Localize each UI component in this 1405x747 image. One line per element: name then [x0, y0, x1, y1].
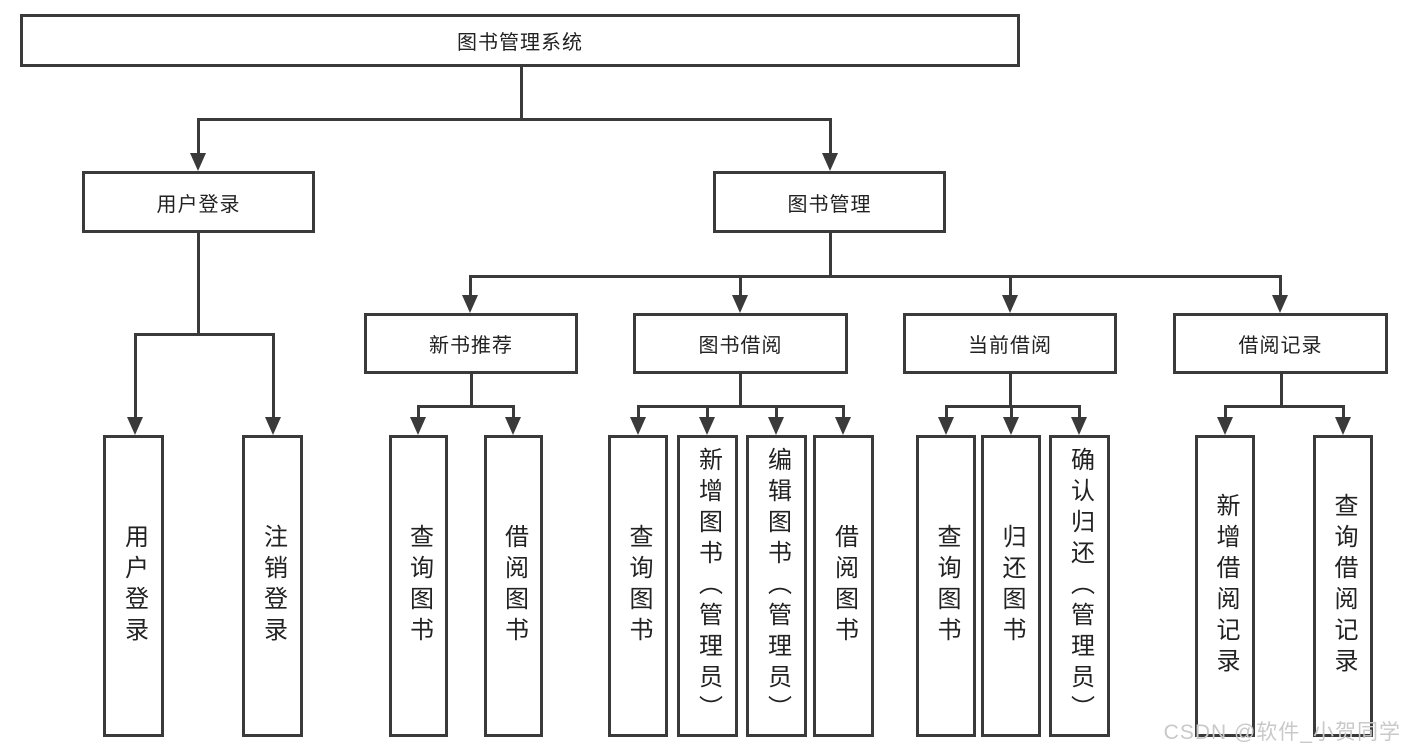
node-new-book-recommend: 新书推荐 [364, 313, 578, 374]
connector-segment [272, 335, 275, 417]
connector-segment [1342, 405, 1345, 417]
connector-segment [739, 374, 742, 407]
arrow-down-icon [410, 417, 426, 435]
arrow-down-icon [630, 417, 646, 435]
leaf-label: 查询图书 [625, 524, 652, 648]
arrow-down-icon [822, 153, 838, 171]
connector-segment [1009, 277, 1012, 295]
connector-segment [739, 277, 742, 295]
leaf-label: 新增图书（管理员） [694, 446, 722, 726]
leaf-user-login: 用户登录 [103, 435, 164, 737]
arrow-down-icon [1002, 295, 1018, 313]
connector-segment [512, 405, 515, 417]
leaf-query-book-3: 查询图书 [916, 435, 976, 737]
arrow-down-icon [190, 153, 206, 171]
leaf-confirm-return-admin: 确认归还（管理员） [1049, 435, 1110, 737]
arrow-down-icon [265, 417, 281, 435]
arrow-down-icon [505, 417, 521, 435]
arrow-down-icon [1335, 417, 1351, 435]
arrow-down-icon [768, 417, 784, 435]
node-book-borrow-label: 图书借阅 [698, 335, 783, 357]
connector-segment [469, 277, 472, 295]
connector-segment [134, 335, 137, 417]
connector-segment [842, 405, 845, 417]
connector-segment [1224, 405, 1345, 408]
connector-segment [706, 405, 709, 417]
leaf-label: 查询借阅记录 [1330, 493, 1357, 679]
leaf-add-book-admin: 新增图书（管理员） [677, 435, 738, 737]
connector-segment [1224, 405, 1227, 417]
connector-segment [829, 233, 832, 277]
connector-segment [1078, 405, 1081, 417]
arrow-down-icon [1217, 417, 1233, 435]
connector-segment [469, 275, 1282, 278]
arrow-down-icon [732, 295, 748, 313]
arrow-down-icon [127, 417, 143, 435]
arrow-down-icon [835, 417, 851, 435]
node-root-label: 图书管理系统 [457, 32, 583, 54]
connector-segment [945, 405, 948, 417]
arrow-down-icon [1272, 295, 1288, 313]
node-root: 图书管理系统 [20, 14, 1020, 67]
arrow-down-icon [1003, 417, 1019, 435]
connector-segment [197, 233, 200, 335]
leaf-add-borrow-record: 新增借阅记录 [1195, 435, 1255, 737]
connector-segment [1280, 374, 1283, 407]
leaf-label: 确认归还（管理员） [1066, 446, 1094, 726]
connector-segment [197, 120, 200, 153]
arrow-down-icon [938, 417, 954, 435]
leaf-label: 查询图书 [933, 524, 960, 648]
leaf-query-borrow-record: 查询借阅记录 [1313, 435, 1373, 737]
leaf-query-book-1: 查询图书 [389, 435, 448, 737]
node-new-book-recommend-label: 新书推荐 [429, 335, 513, 357]
connector-segment [1279, 277, 1282, 295]
connector-segment [417, 405, 515, 408]
leaf-logout: 注销登录 [242, 435, 303, 737]
leaf-label: 注销登录 [259, 524, 287, 648]
node-borrow-records: 借阅记录 [1173, 313, 1388, 374]
leaf-label: 新增借阅记录 [1212, 493, 1239, 679]
leaf-label: 借阅图书 [500, 524, 528, 648]
connector-segment [829, 120, 832, 153]
arrow-down-icon [462, 295, 478, 313]
leaf-label: 归还图书 [998, 524, 1025, 648]
connector-segment [775, 405, 778, 417]
leaf-borrow-book-2: 借阅图书 [813, 435, 874, 737]
leaf-label: 编辑图书（管理员） [763, 446, 791, 726]
node-current-borrow: 当前借阅 [903, 313, 1117, 374]
connector-segment [1010, 405, 1013, 417]
arrow-down-icon [699, 417, 715, 435]
csdn-watermark: CSDN @软件_小贺同学 [1163, 721, 1401, 744]
connector-segment [197, 118, 832, 121]
leaf-label: 用户登录 [120, 524, 148, 648]
node-book-management: 图书管理 [713, 171, 946, 233]
connector-segment [520, 67, 523, 120]
leaf-edit-book-admin: 编辑图书（管理员） [746, 435, 807, 737]
node-borrow-records-label: 借阅记录 [1238, 335, 1323, 357]
connector-segment [134, 333, 275, 336]
leaf-label: 查询图书 [405, 524, 433, 648]
arrow-down-icon [1071, 417, 1087, 435]
connector-segment [470, 374, 473, 407]
node-user-login: 用户登录 [82, 171, 315, 233]
node-user-login-label: 用户登录 [156, 193, 241, 216]
leaf-label: 借阅图书 [830, 524, 858, 648]
connector-segment [1009, 374, 1012, 407]
leaf-return-book: 归还图书 [981, 435, 1041, 737]
leaf-borrow-book-1: 借阅图书 [484, 435, 543, 737]
connector-segment [637, 405, 640, 417]
connector-segment [637, 405, 845, 408]
node-current-borrow-label: 当前借阅 [968, 335, 1052, 357]
node-book-borrow: 图书借阅 [633, 313, 848, 374]
node-book-management-label: 图书管理 [787, 193, 872, 216]
connector-segment [417, 405, 420, 417]
leaf-query-book-2: 查询图书 [608, 435, 668, 737]
